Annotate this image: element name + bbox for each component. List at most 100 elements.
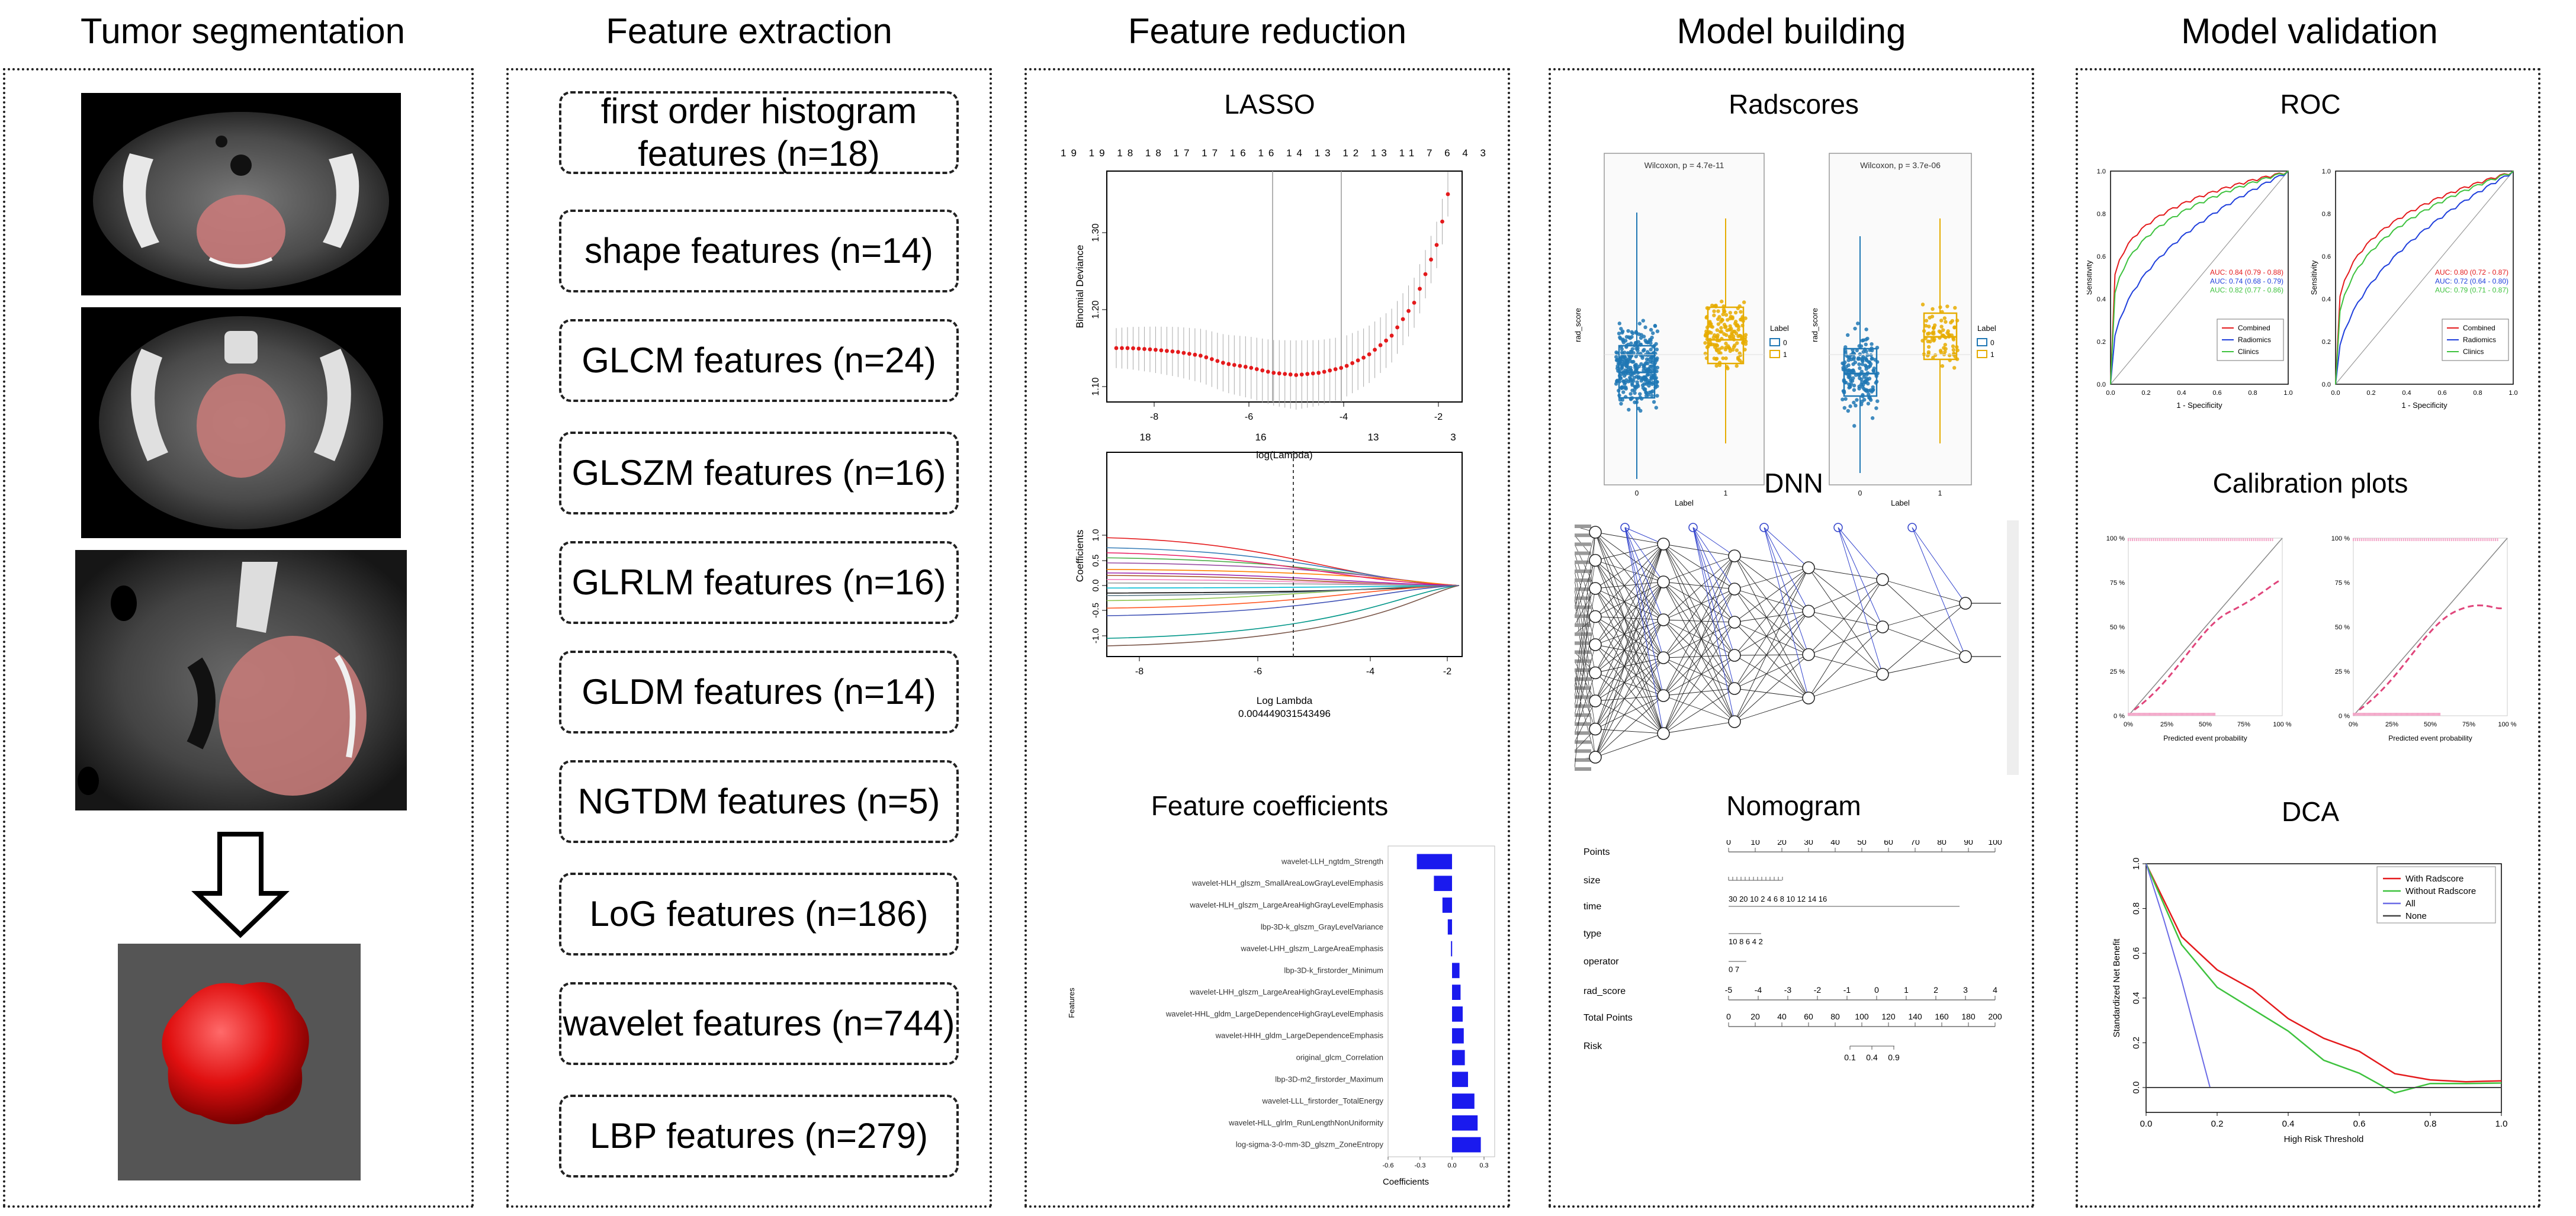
roc-auc-label: AUC: 0.79 (0.71 - 0.87) [2435, 286, 2508, 294]
nomogram-tick-label: -5 [1725, 985, 1733, 995]
coef-ytick-label: -0.5 [1091, 603, 1101, 618]
radscore-point [1712, 309, 1716, 313]
lasso-point [1344, 363, 1349, 368]
lasso-point [1378, 343, 1383, 348]
dnn-node [1657, 727, 1670, 740]
roc-auc-label: AUC: 0.80 (0.72 - 0.87) [2435, 268, 2508, 276]
legend-0-right: 0 [1990, 339, 1994, 347]
dnn-input-label [1575, 713, 1591, 717]
radscore-point [1735, 348, 1739, 352]
radscore-point [1631, 379, 1636, 383]
radscore-point [1931, 307, 1935, 311]
roc-xtick-label: 0.0 [2106, 390, 2115, 397]
lasso-ytick-label: 1.10 [1091, 377, 1101, 395]
nomogram-tick-label: 10 [1750, 840, 1760, 847]
radscore-point [1718, 330, 1723, 334]
radscore-point [1852, 388, 1856, 392]
radscore-point [1620, 350, 1624, 355]
coef-ytick-label: -1.0 [1091, 628, 1101, 644]
radscore-point [1858, 352, 1862, 356]
radscore-point [1716, 309, 1720, 313]
dnn-edge [1663, 619, 1735, 689]
dnn-edge [1595, 673, 1664, 734]
dnn-edge [1595, 560, 1664, 620]
nomogram-tick-label: 20 [1777, 840, 1787, 847]
nomogram-row-label: size [1583, 876, 1601, 886]
calib-xtick-label: 0% [2349, 721, 2358, 728]
dnn-edge [1663, 543, 1735, 590]
radscore-point [1842, 406, 1847, 410]
calib-xtick-label: 100 % [2498, 721, 2516, 728]
roc-title: ROC [2280, 89, 2341, 120]
radscore-point [1641, 349, 1646, 353]
radscore-point [1714, 343, 1719, 347]
radscore-point [1736, 327, 1740, 332]
fc-bar [1452, 1028, 1464, 1044]
dnn-edge [1595, 588, 1664, 696]
dnn-edge [1663, 622, 1735, 734]
calibration-plots: 100 %75 %50 %25 %0 %0%25%50%75%100 %Pred… [2106, 535, 2517, 742]
lasso-point [1356, 358, 1360, 363]
nomogram-tick-label: 140 [1908, 1012, 1922, 1021]
lasso-point [1198, 353, 1203, 358]
dnn-node [1959, 650, 1972, 663]
roc-legend-label: Clinics [2238, 348, 2259, 356]
feature-box-glszm: GLSZM features (n=16) [559, 432, 959, 514]
dnn-edge-fade [2007, 520, 2019, 775]
radscore-point [1944, 347, 1948, 351]
dnn-bias-edge [1624, 527, 1664, 583]
dnn-node [1802, 648, 1815, 661]
dnn-bias-edge [1624, 527, 1664, 620]
radscore-point [1626, 329, 1630, 333]
fc-bars: wavelet-LLH_ngtdm_Strengthwavelet-HLH_gl… [1165, 845, 1495, 1169]
radscore-point [1853, 360, 1858, 365]
dnn-input-edge [1575, 673, 1596, 734]
calib-ytick-label: 50 % [2335, 624, 2350, 631]
dnn-edge [1808, 674, 1883, 699]
roc-diagonal [2110, 171, 2289, 385]
dnn-edge [1808, 610, 1883, 675]
nomogram-tick-label: 80 [1830, 1012, 1840, 1021]
dnn-input-edge [1575, 661, 1596, 702]
roc-ytick-label: 0.6 [2097, 253, 2106, 260]
nomogram-tick-label: 80 [1937, 840, 1947, 847]
fc-category-label: log-sigma-3-0-mm-3D_glszm_ZoneEntropy [1236, 1140, 1384, 1149]
header-model-building: Model building [1676, 11, 1906, 51]
dnn-edge [1595, 673, 1664, 696]
fc-category-label: lbp-3D-k_firstorder_Minimum [1284, 966, 1383, 974]
lasso-point [1429, 258, 1433, 262]
lasso-point [1120, 346, 1124, 350]
dnn-edge [1808, 567, 1883, 628]
dnn-node [1657, 689, 1670, 702]
calib-ytick-label: 100 % [2331, 535, 2350, 542]
header-feature-extraction: Feature extraction [606, 11, 892, 51]
coef-path-lines [1106, 537, 1460, 646]
radscore-point [1618, 335, 1622, 340]
dnn-edge [1595, 619, 1664, 702]
lasso-point [1339, 366, 1344, 370]
coef-path [1106, 585, 1460, 616]
dnn-node [1589, 526, 1602, 539]
lasso-point [1294, 373, 1299, 377]
calib-xlabel: Predicted event probability [2163, 734, 2247, 742]
radscore-point [1947, 332, 1951, 337]
dnn-edge [1595, 543, 1664, 645]
radscore-point [1724, 313, 1729, 317]
roc-legend-label: Combined [2463, 324, 2495, 332]
coef-xtick-label: -4 [1366, 667, 1374, 677]
lasso-point [1350, 361, 1355, 365]
nomogram-risk-label: 0.4 [1866, 1053, 1878, 1062]
dnn-edge [1734, 611, 1809, 722]
lasso-xtick-label: -2 [1434, 412, 1443, 422]
fc-ylabel: Features [1067, 987, 1076, 1018]
lasso-point [1204, 355, 1209, 359]
roc-ytick-label: 0.0 [2097, 381, 2106, 388]
radscore-point [1875, 399, 1880, 403]
radscore-point [1939, 319, 1944, 323]
radscore-point [1722, 310, 1726, 314]
coef-ytick-label: 0.0 [1091, 580, 1101, 592]
radscore-point [1739, 317, 1744, 321]
radscore-point [1843, 397, 1848, 401]
calib-ytick-label: 25 % [2110, 668, 2125, 675]
radscores-title: Radscores [1729, 89, 1859, 120]
